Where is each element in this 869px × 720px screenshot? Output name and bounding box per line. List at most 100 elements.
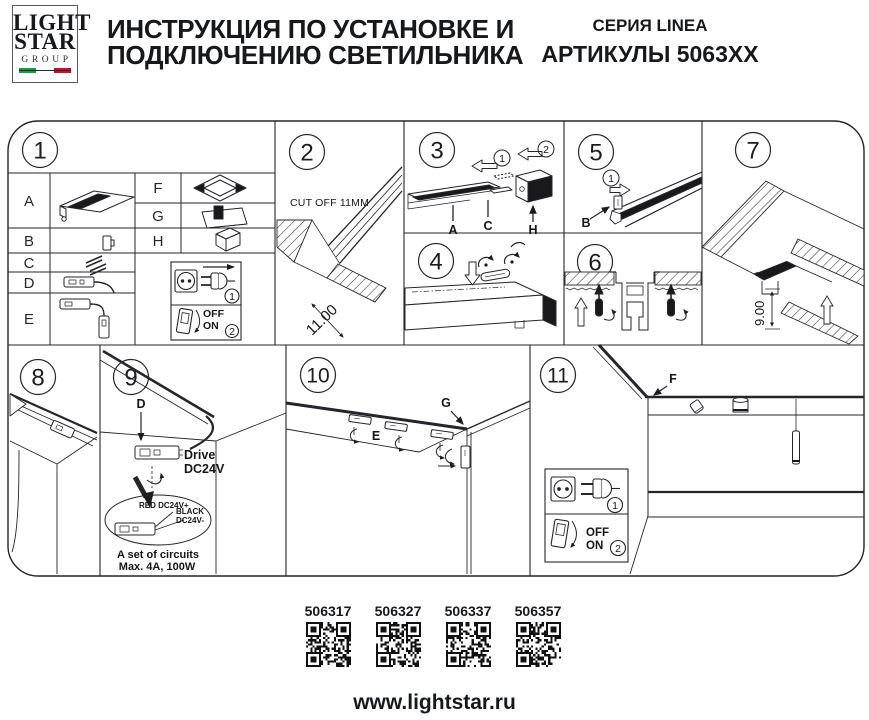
wall-hatch-band <box>790 238 865 287</box>
driver-label-1: Drive <box>184 448 215 462</box>
mounted-connector <box>50 420 75 439</box>
panel-6-fixing <box>564 271 702 331</box>
title-line-2: ПОДКЛЮЧЕНИЮ СВЕТИЛЬНИКА <box>107 40 524 70</box>
panel-5-number: 5 <box>589 140 602 167</box>
screwdriver-icon <box>666 283 689 321</box>
cut-dimension: 11.00 <box>303 301 341 339</box>
switch-icon <box>550 518 577 549</box>
power-legend-1: 1 2 OFF ON <box>170 261 242 341</box>
panel-11-finished: F <box>592 343 864 575</box>
callout-c: C <box>483 219 492 233</box>
part-letter-f: F <box>153 180 162 197</box>
callout-d: D <box>136 397 145 411</box>
corner-connector-part-icon <box>59 298 110 339</box>
switch-icon <box>175 307 201 335</box>
logo-word-group: GROUP <box>21 55 72 65</box>
off-label: OFF <box>586 527 609 539</box>
circuit-note-2: Max. 4A, 100W <box>119 561 196 573</box>
part-letter-g: G <box>152 208 164 225</box>
slide-arrow-2 <box>517 147 543 161</box>
panel-grid <box>7 120 865 577</box>
socket-icon <box>174 269 198 293</box>
surface-mount-part-icon <box>201 205 248 229</box>
part-letter-d: D <box>24 275 35 292</box>
step-1-number: 1 <box>499 153 505 165</box>
panel-2-cutting: CUT OFF 11MM 11.00 <box>276 166 403 339</box>
logo-word-star: STAR <box>14 29 76 54</box>
part-letter-e: E <box>24 311 34 328</box>
panel-1-parts: A B C D E F G H <box>24 174 248 339</box>
ceiling-hatch-band <box>701 180 785 258</box>
series-block: СЕРИЯ LINEA АРТИКУЛЫ 5063XX <box>520 16 780 68</box>
page-title: ИНСТРУКЦИЯ ПО УСТАНОВКЕ И ПОДКЛЮЧЕНИЮ СВ… <box>107 14 524 70</box>
panel-3-number: 3 <box>430 138 443 165</box>
corner-connector-g <box>460 445 471 469</box>
ghost-piece <box>493 172 515 180</box>
track-part-icon <box>59 190 135 222</box>
step-2-badge <box>537 140 555 158</box>
part-letter-b: B <box>24 233 34 250</box>
title-line-1: ИНСТРУКЦИЯ ПО УСТАНОВКЕ И <box>107 14 514 44</box>
black-wire-label-2: DC24V- <box>176 516 204 525</box>
panel-7-corner-mount: 9.00 <box>701 180 865 345</box>
plug-icon <box>201 272 235 290</box>
callout-g: G <box>441 396 451 410</box>
cut-off-note: CUT OFF 11MM <box>290 197 369 209</box>
article-number: 506317 <box>304 603 352 619</box>
step-1-number: 1 <box>612 500 618 512</box>
panel-3-assembly: 1 2 A C H <box>407 140 555 237</box>
qr-code-icon <box>445 622 491 667</box>
italian-flag-icon <box>19 68 71 73</box>
connector-e3 <box>430 429 454 440</box>
ceiling-hatch-right <box>654 271 702 286</box>
step-1-number: 1 <box>229 291 235 303</box>
connector-e2 <box>384 421 408 432</box>
qr-section: 506317 506327 506337 506357 <box>293 603 573 672</box>
article-number: 506357 <box>514 603 562 619</box>
step-2-number: 2 <box>543 144 549 156</box>
socket-icon <box>550 476 576 502</box>
insert-down-arrow <box>464 261 481 286</box>
website-url: www.lightstar.ru <box>353 691 516 714</box>
track-cross-section <box>615 272 655 331</box>
track-groove <box>752 260 798 281</box>
wall-hatch-lower <box>326 263 387 303</box>
article-number: 506327 <box>374 603 422 619</box>
pendant-light-icon <box>792 399 800 465</box>
recessed-mount-part-icon <box>193 174 247 202</box>
callout-a: A <box>448 223 457 237</box>
circuit-note-1: A set of circuits <box>117 549 199 561</box>
step-2-badge <box>609 539 627 557</box>
rotate-arrow-2 <box>503 251 520 265</box>
panel-9-driver-wiring: D Drive DC24V RED DC24V+ BLACK DC24V- A … <box>99 349 287 574</box>
lock-pin <box>480 268 511 282</box>
callout-h: H <box>528 223 537 237</box>
callout-b: B <box>581 216 590 230</box>
callout-f: F <box>669 372 677 386</box>
qr-item: 506357 <box>503 603 573 672</box>
driver-connector <box>134 445 183 460</box>
panel-8-connector-mounted <box>9 392 98 574</box>
connector-piece <box>489 186 513 194</box>
qr-code-icon <box>375 622 421 667</box>
step-1-badge <box>493 149 511 167</box>
part-letter-h: H <box>153 233 164 250</box>
series-name: СЕРИЯ LINEA <box>592 16 708 35</box>
part-letter-c: C <box>24 255 35 272</box>
step-2-number: 2 <box>229 326 235 338</box>
qr-item: 506337 <box>433 603 503 672</box>
straight-connector-part-icon <box>63 276 115 294</box>
articles-code: АРТИКУЛЫ 5063XX <box>541 41 759 67</box>
on-label: ON <box>586 540 603 552</box>
step-2-badge <box>224 323 240 339</box>
red-wire-label: RED DC24V+ <box>139 501 189 510</box>
qr-item: 506327 <box>363 603 433 672</box>
plug-icon <box>581 478 620 499</box>
push-up-arrow <box>820 295 834 325</box>
logo-word-light: LIGHT <box>13 10 91 35</box>
wall-hatch-upper <box>276 219 313 263</box>
pins-part-icon <box>85 255 107 276</box>
wiring-detail-bubble <box>104 494 212 546</box>
